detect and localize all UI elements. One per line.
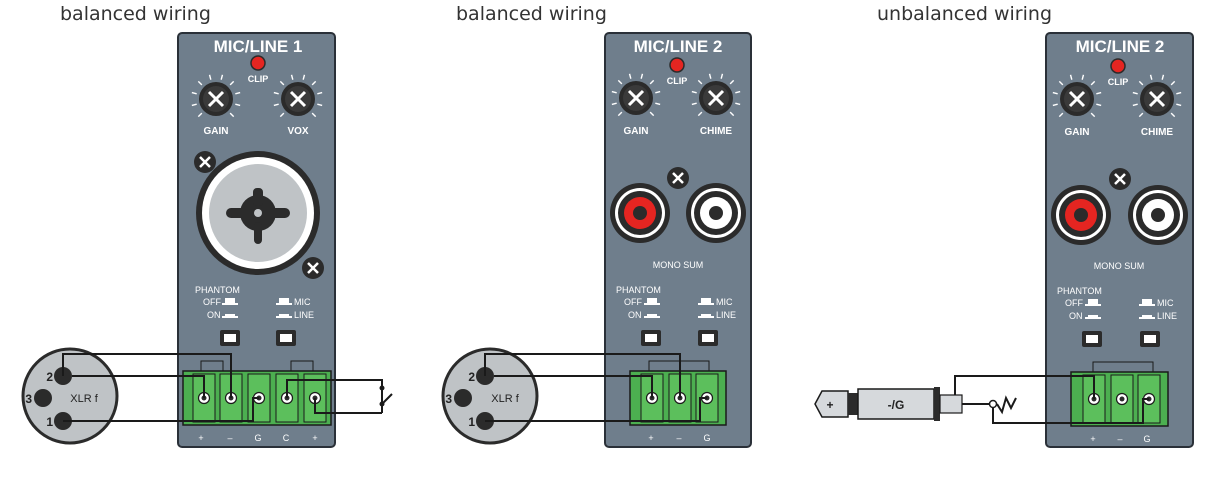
screw-icon <box>300 255 326 281</box>
phantom-off-label: OFF <box>1065 298 1083 308</box>
clip-led <box>1110 58 1126 74</box>
pin-label: G <box>1143 434 1150 444</box>
clip-led <box>250 55 266 71</box>
xlr-pin-2-label: 2 <box>46 370 53 384</box>
pin-label: + <box>1090 434 1095 444</box>
phantom-label: PHANTOM <box>195 285 240 295</box>
xlr-pin-1-label: 1 <box>468 415 475 429</box>
xlr-label: XLR f <box>70 393 98 405</box>
line-label: LINE <box>1157 311 1177 321</box>
phantom-label: PHANTOM <box>1057 286 1102 296</box>
rca-jack-white[interactable] <box>1128 185 1188 245</box>
panel-mic-line-2: MIC/LINE 2 CLIP GAIN CHIME MONO SUM PHAN… <box>604 32 752 448</box>
line-label: LINE <box>294 310 314 320</box>
phantom-button[interactable] <box>641 330 661 346</box>
chime-label: CHIME <box>700 126 733 137</box>
xlr-pin-3-label: 3 <box>25 392 32 406</box>
rca-jack-red[interactable] <box>610 183 670 243</box>
xlr-pin-3-label: 3 <box>445 392 452 406</box>
title-balanced-2: balanced wiring <box>456 3 607 25</box>
pin-label: – <box>227 433 232 443</box>
pin-label: G <box>254 433 261 443</box>
wiring-panel-2 <box>484 353 707 422</box>
pin-label: + <box>648 433 653 443</box>
mono-sum-label: MONO SUM <box>1094 261 1145 271</box>
pin-label: + <box>198 433 203 443</box>
phantom-button[interactable] <box>220 330 240 346</box>
plug-tip-label: + <box>826 398 833 412</box>
panel-mic-line-1: MIC/LINE 1 CLIP GAIN VOX PHANTOM OFF ON … <box>177 32 336 448</box>
pin-label: – <box>1117 434 1122 444</box>
phantom-on-label: ON <box>207 310 221 320</box>
mic-label: MIC <box>716 297 733 307</box>
gain-label: GAIN <box>1065 127 1090 138</box>
phantom-button[interactable] <box>1082 331 1102 347</box>
phantom-label: PHANTOM <box>616 285 661 295</box>
pin-label: + <box>312 433 317 443</box>
title-balanced-1: balanced wiring <box>60 3 211 25</box>
pin-label: G <box>703 433 710 443</box>
panel-title: MIC/LINE 2 <box>634 37 723 56</box>
xlr-label: XLR f <box>491 393 519 405</box>
line-label: LINE <box>716 310 736 320</box>
mic-line-button[interactable] <box>1140 331 1160 347</box>
clip-led <box>669 57 685 73</box>
xlr-female-connector-2: 2 1 3 XLR f <box>441 347 539 445</box>
phantom-off-label: OFF <box>624 297 642 307</box>
wiring-panel-3 <box>954 375 1149 424</box>
rca-jack-red[interactable] <box>1051 185 1111 245</box>
mono-sum-label: MONO SUM <box>653 260 704 270</box>
title-unbalanced: unbalanced wiring <box>877 3 1052 25</box>
combo-jack[interactable] <box>196 151 320 275</box>
screw-icon <box>192 149 218 175</box>
panel-title: MIC/LINE 1 <box>214 37 303 56</box>
rca-jack-white[interactable] <box>686 183 746 243</box>
phantom-on-label: ON <box>1069 311 1083 321</box>
plug-sleeve-label: -/G <box>888 398 905 412</box>
clip-label: CLIP <box>248 74 269 84</box>
clip-label: CLIP <box>667 76 688 86</box>
clip-label: CLIP <box>1108 77 1129 87</box>
panel-mic-line-2-unbalanced: MIC/LINE 2 CLIP GAIN CHIME MONO SUM PHAN… <box>1045 32 1194 448</box>
xlr-female-connector-1: 2 1 3 XLR f <box>21 347 119 445</box>
screw-icon <box>665 165 691 191</box>
phantom-on-label: ON <box>628 310 642 320</box>
mic-label: MIC <box>1157 298 1174 308</box>
mic-line-button[interactable] <box>698 330 718 346</box>
gain-label: GAIN <box>204 126 229 137</box>
gain-label: GAIN <box>624 126 649 137</box>
screw-icon <box>1107 166 1133 192</box>
pin-label: C <box>283 433 290 443</box>
mono-jack-plug: + -/G <box>814 387 1017 421</box>
pin-label: – <box>676 433 681 443</box>
chime-label: CHIME <box>1141 127 1174 138</box>
xlr-pin-1-label: 1 <box>46 415 53 429</box>
wiring-panel-1 <box>62 353 393 422</box>
xlr-pin-2-label: 2 <box>468 370 475 384</box>
mic-label: MIC <box>294 297 311 307</box>
terminal-pin <box>1110 374 1134 424</box>
vox-label: VOX <box>287 126 308 137</box>
mic-line-button[interactable] <box>276 330 296 346</box>
phantom-off-label: OFF <box>203 297 221 307</box>
panel-title: MIC/LINE 2 <box>1076 37 1165 56</box>
